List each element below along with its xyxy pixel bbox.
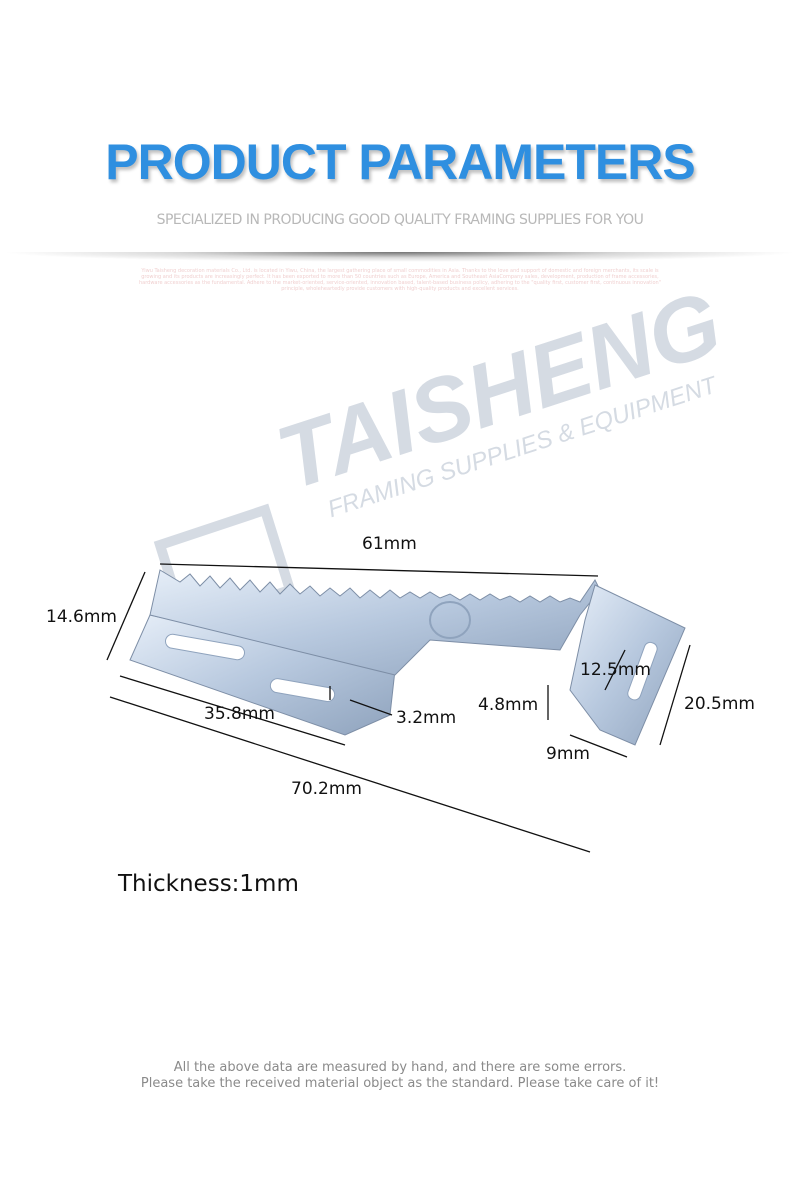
dim-20-5mm: 20.5mm <box>684 694 755 714</box>
thickness-label: Thickness:1mm <box>118 871 299 897</box>
dim-14-6mm: 14.6mm <box>46 607 117 627</box>
sawtooth-hanger <box>129 569 686 746</box>
dimension-lines <box>106 563 691 853</box>
disclaimer-line-1: All the above data are measured by hand,… <box>173 1060 627 1075</box>
page-subtitle: SPECIALIZED IN PRODUCING GOOD QUALITY FR… <box>156 212 644 228</box>
dim-4-8mm: 4.8mm <box>478 695 539 715</box>
dim-35-8mm: 35.8mm <box>204 704 275 724</box>
dim-70-2mm: 70.2mm <box>291 779 362 799</box>
disclaimer-line-2: Please take the received material object… <box>140 1076 660 1091</box>
dim-3-2mm: 3.2mm <box>396 708 457 728</box>
divider <box>0 252 800 262</box>
company-intro: Yiwu Taisheng decoration materials Co., … <box>138 268 662 292</box>
dim-61mm: 61mm <box>362 534 417 554</box>
dim-12-5mm: 12.5mm <box>580 660 651 680</box>
page-title: PRODUCT PARAMETERS <box>105 134 695 190</box>
dim-9mm: 9mm <box>546 744 590 764</box>
